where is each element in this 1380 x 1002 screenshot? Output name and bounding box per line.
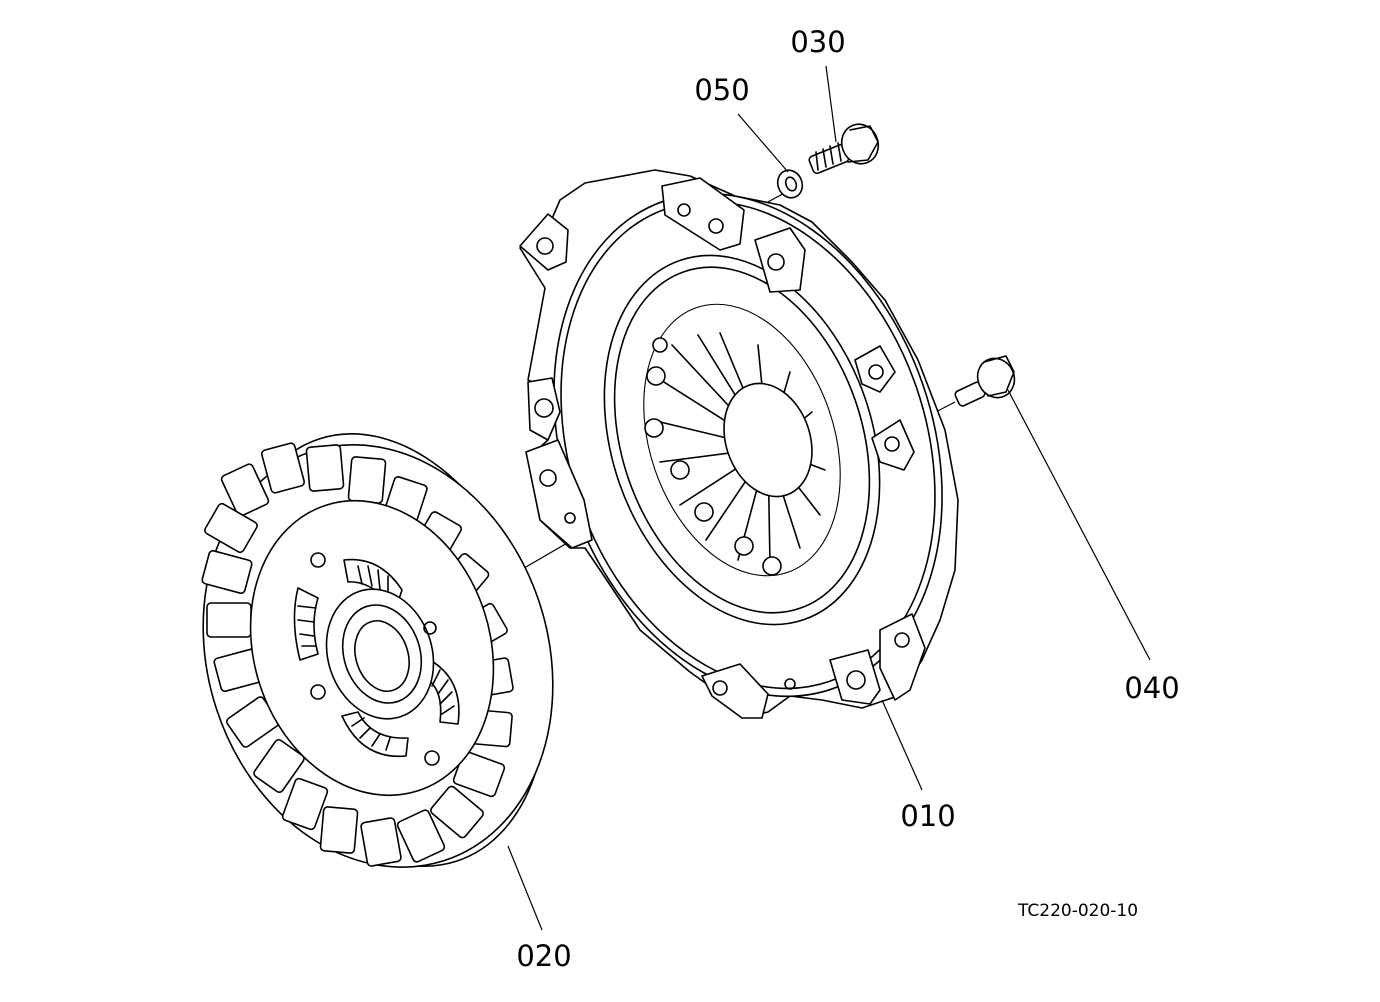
callout-010: 010 bbox=[900, 799, 955, 833]
bolt-030 bbox=[808, 123, 880, 175]
clutch-cover-assembly bbox=[519, 169, 959, 719]
callout-050: 050 bbox=[694, 73, 749, 107]
washer-050 bbox=[776, 169, 804, 199]
callout-020: 020 bbox=[516, 939, 571, 973]
callout-leaders bbox=[507, 65, 1151, 931]
clutch-disc bbox=[201, 433, 554, 868]
callout-030: 030 bbox=[790, 25, 845, 59]
cover-mounting-tabs bbox=[519, 177, 926, 719]
bolt-040 bbox=[954, 355, 1016, 407]
figure-reference: TC220-020-10 bbox=[1017, 901, 1138, 921]
diaphragm-spring bbox=[644, 332, 826, 576]
callout-040: 040 bbox=[1124, 671, 1179, 705]
